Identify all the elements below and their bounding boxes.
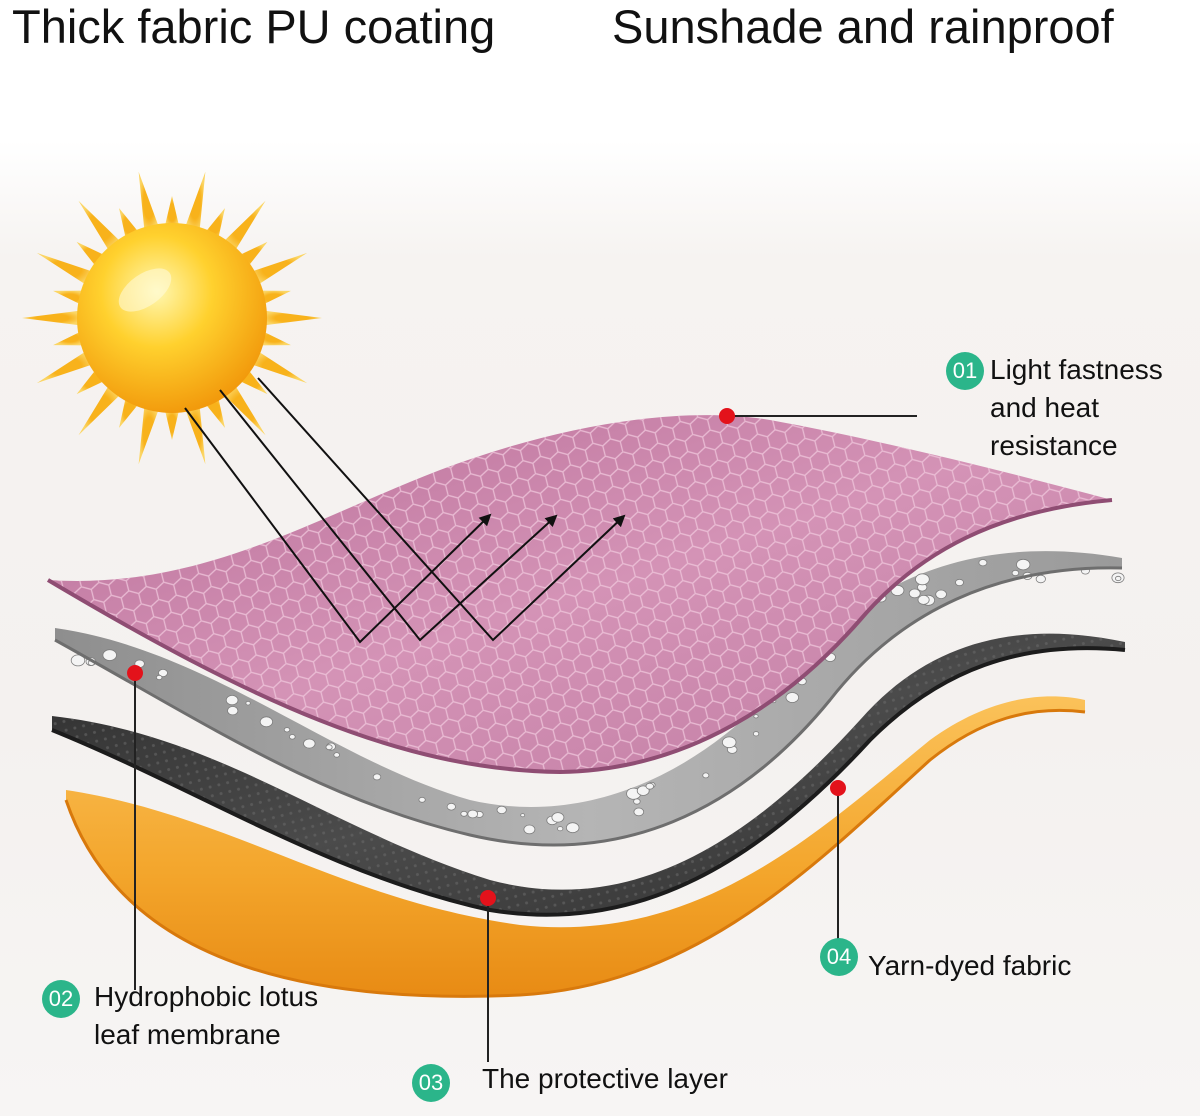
- callout-dot-02: [127, 665, 143, 681]
- callout-label-yarn-dyed: Yarn-dyed fabric: [868, 950, 1072, 981]
- callout-label-protective-layer: The protective layer: [482, 1063, 728, 1094]
- callout-dot-01: [719, 408, 735, 424]
- callout-badge-02: 02: [42, 980, 80, 1018]
- reflection-arrows: [184, 377, 626, 644]
- reflection-arrow-1: [184, 407, 492, 644]
- callout-label-light-fastness: Light fastness and heat resistance: [990, 354, 1163, 461]
- callout-label-lotus-membrane: Hydrophobic lotus leaf membrane: [94, 981, 319, 1050]
- reflection-arrow-3: [257, 377, 626, 642]
- callout-badge-01: 01: [946, 352, 984, 390]
- callout-badge-03: 03: [412, 1064, 450, 1102]
- layer-top-fabric: [46, 415, 1113, 775]
- layer-protective: [51, 633, 1126, 917]
- headline-right: Sunshade and rainproof: [612, 0, 1114, 53]
- callout-dot-04: [830, 780, 846, 796]
- callout-badge-04: 04: [820, 938, 858, 976]
- layer-yarn-dyed-fabric: [64, 696, 1086, 998]
- headline-left: Thick fabric PU coating: [12, 0, 496, 53]
- callout-dot-03: [480, 890, 496, 906]
- sun-icon: [22, 171, 322, 465]
- callout-leaders: [134, 415, 917, 1062]
- reflection-arrow-2: [219, 389, 558, 642]
- callout-dots: [127, 408, 846, 906]
